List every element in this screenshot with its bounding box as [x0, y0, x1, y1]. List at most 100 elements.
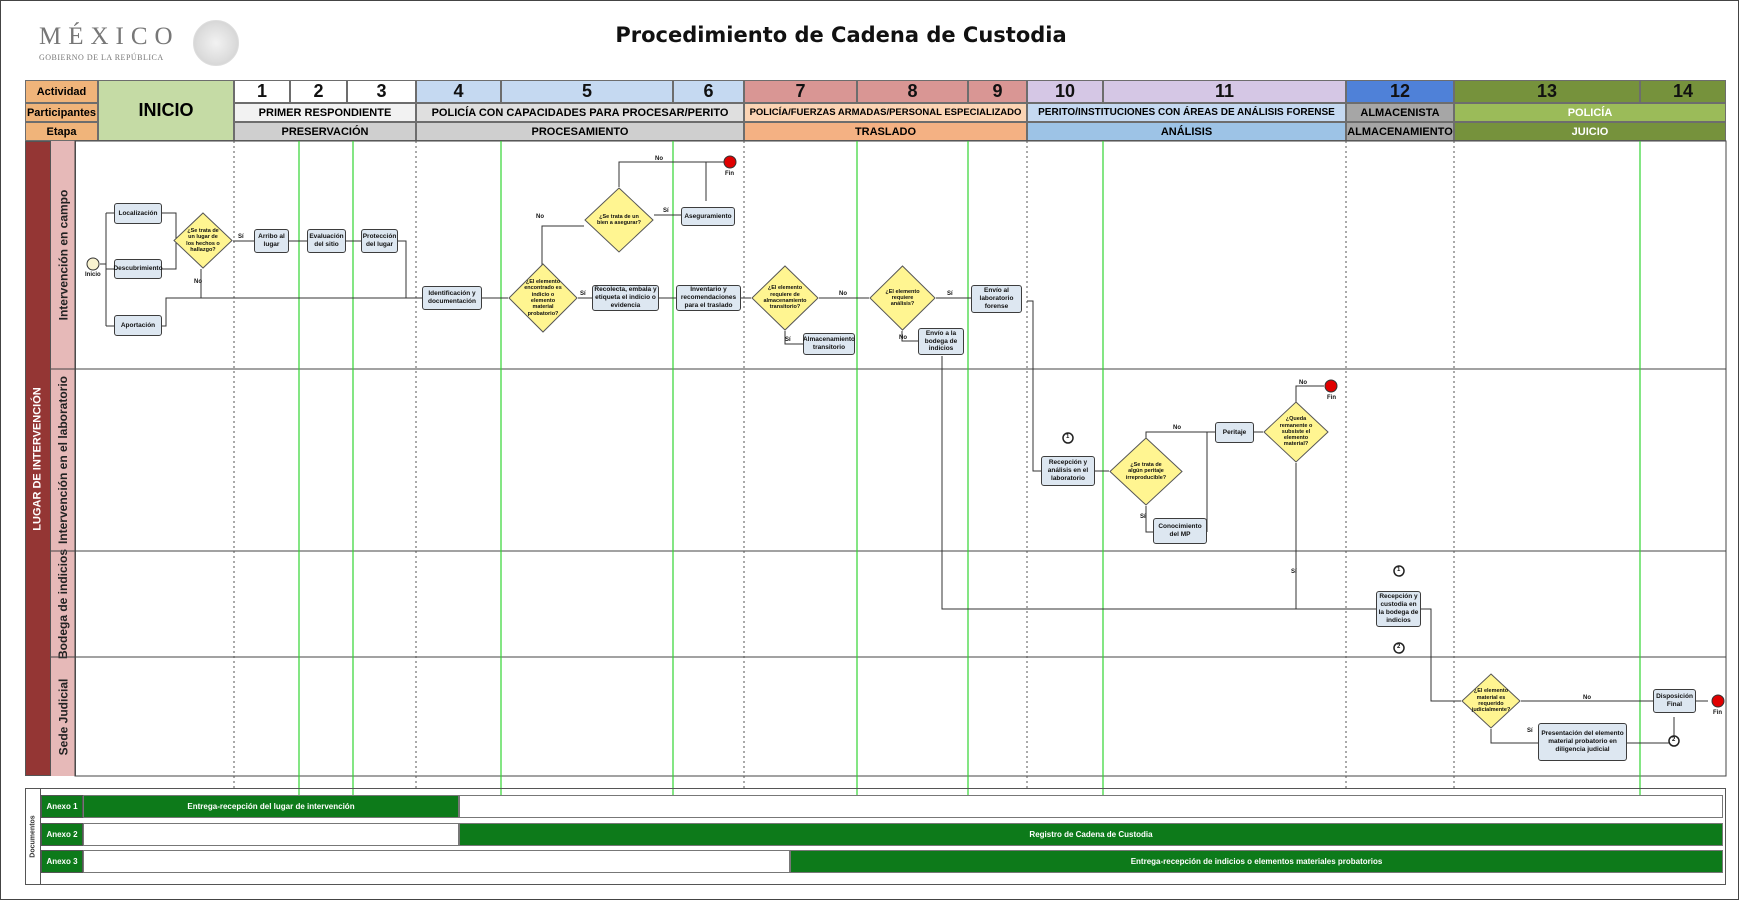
box-proteccion: Protección del lugar — [361, 229, 398, 253]
box-disposicion: Disposición Final — [1653, 689, 1696, 713]
diamond-indicio: ¿El elemento encontrado es indicio o ele… — [508, 263, 578, 333]
doc-label-3: Anexo 3 — [41, 850, 83, 873]
row-label-etapa: Etapa — [25, 122, 98, 141]
box-envio-bodega: Envío a la bodega de indicios — [918, 328, 964, 355]
logo: MÉXICO GOBIERNO DE LA REPÚBLICA — [31, 20, 241, 71]
doc-bar-3: Entrega-recepción de indicios o elemento… — [790, 850, 1723, 873]
box-aportacion: Aportación — [114, 315, 162, 336]
connector-qj-si — [1490, 729, 1538, 744]
activity-13: 13 — [1454, 80, 1640, 103]
label-no-2: No — [536, 214, 544, 220]
connector-circle-2a — [1393, 642, 1405, 654]
page-title: Procedimiento de Cadena de Custodia — [615, 23, 1067, 47]
label-si-3: Sí — [663, 208, 669, 214]
activity-11: 11 — [1103, 80, 1346, 103]
box-recepcion-bodega: Recepción y custodia en la bodega de ind… — [1376, 591, 1421, 627]
row-label-participantes: Participantes — [25, 103, 98, 122]
activity-7: 7 — [744, 80, 857, 103]
box-aseguramiento: Aseguramiento — [681, 207, 735, 226]
diamond-shape — [1461, 673, 1521, 729]
label-no-5: No — [899, 335, 907, 341]
box-inventario: Inventario y recomendaciones para el tra… — [676, 285, 741, 311]
diamond-shape — [869, 265, 936, 331]
connector-q-conoc — [1145, 506, 1153, 533]
diamond-almacenamiento: ¿El elemento requiere de almacenamiento … — [751, 265, 819, 331]
fin-label-1: Fin — [725, 171, 734, 177]
connector-circle-1a — [1062, 432, 1074, 444]
label-si-5: Sí — [947, 291, 953, 297]
label-no-1: No — [194, 279, 202, 285]
diamond-lugar-hechos: ¿Se trata de un lugar de los hechos o ha… — [173, 212, 233, 269]
inicio-header: INICIO — [98, 80, 234, 141]
side-bar: LUGAR DE INTERVENCIÓN — [25, 141, 51, 776]
connector-lab-down — [1027, 300, 1041, 472]
diamond-text: ¿Se trata de algún peritaje irreproducib… — [1125, 462, 1167, 481]
box-recoleccion: Recolecta, embala y etiqueta el indicio … — [592, 285, 659, 311]
doc-bar-1: Entrega-recepción del lugar de intervenc… — [83, 795, 459, 818]
connector-rem-si — [1295, 463, 1376, 610]
box-peritaje: Peritaje — [1215, 422, 1254, 443]
box-identificacion: Identificación y documentación — [422, 286, 482, 310]
label-no-7: No — [1299, 380, 1307, 386]
connector-q7-si — [784, 331, 803, 345]
connector-inicio-branches — [100, 212, 114, 327]
doc-bar-1-empty — [459, 795, 1723, 818]
lanes-border — [74, 140, 1727, 777]
logo-word: MÉXICO — [39, 23, 180, 50]
box-localizacion: Localización — [114, 203, 162, 224]
diamond-shape — [173, 212, 233, 269]
box-arribo: Arribo al lugar — [254, 229, 289, 253]
connector-circle-1b — [1393, 565, 1405, 577]
doc-row-anexo-3: Anexo 3 Entrega-recepción de indicios o … — [41, 850, 1723, 873]
box-recepcion-laboratorio: Recepción y análisis en el laboratorio — [1041, 456, 1095, 486]
diamond-text: ¿El elemento requiere análisis? — [885, 288, 920, 308]
box-evaluacion: Evaluación del sitio — [307, 229, 346, 253]
activity-9: 9 — [968, 80, 1027, 103]
box-presentacion: Presentación del elemento material proba… — [1538, 723, 1627, 761]
diamond-bien: ¿Se trata de un bien a asegurar? — [584, 187, 654, 253]
connector-aportacion-to-main — [162, 240, 422, 327]
box-envio-laboratorio: Envío al laboratorio forense — [971, 285, 1022, 313]
circle-label-1a: 1 — [1066, 434, 1070, 440]
start-event-icon — [86, 257, 100, 271]
row-label-actividad: Actividad — [25, 80, 98, 103]
label-si-8: Sí — [1527, 728, 1533, 734]
diamond-text: ¿Se trata de un lugar de los hechos o ha… — [186, 227, 220, 253]
participant-policia-procesar: POLICÍA CON CAPACIDADES PARA PROCESAR/PE… — [416, 103, 744, 122]
participant-policia-fuerzas: POLICÍA/FUERZAS ARMADAS/PERSONAL ESPECIA… — [744, 103, 1027, 122]
connector-bodega-judicial — [1421, 608, 1461, 702]
coat-of-arms-icon — [193, 20, 239, 66]
diamond-shape — [584, 187, 654, 253]
participant-primer-respondiente: PRIMER RESPONDIENTE — [234, 103, 416, 122]
activity-4: 4 — [416, 80, 501, 103]
diamond-analisis: ¿El elemento requiere análisis? — [869, 265, 936, 331]
connector-decision-no — [165, 269, 202, 313]
circle-label-2b: 2 — [1672, 737, 1676, 743]
doc-bar-2-empty — [83, 823, 459, 846]
connector-bodega-down — [941, 356, 1376, 610]
stage-almacenamiento: ALMACENAMIENTO — [1346, 122, 1454, 141]
box-almacen-transitorio: Almacenamiento transitorio — [803, 333, 855, 355]
activity-1: 1 — [234, 80, 290, 103]
fin-event-icon-1 — [723, 155, 737, 169]
activity-6: 6 — [673, 80, 744, 103]
activity-5: 5 — [501, 80, 673, 103]
diamond-pericia: ¿Se trata de algún peritaje irreproducib… — [1109, 437, 1183, 506]
participant-policia: POLICÍA — [1454, 103, 1726, 122]
box-descubrimiento: Descubrimiento — [113, 259, 163, 279]
connector-circle-2b — [1668, 735, 1680, 747]
diamond-shape — [1109, 437, 1183, 506]
diamond-text: ¿Queda remanente o subsiste el elemento … — [1279, 416, 1313, 448]
circle-label-2a: 2 — [1397, 644, 1401, 650]
diamond-shape — [508, 263, 578, 333]
label-si-7: Sí — [1291, 569, 1297, 575]
fin-label-3: Fin — [1713, 710, 1722, 716]
doc-label-2: Anexo 2 — [41, 823, 83, 846]
stage-juicio: JUICIO — [1454, 122, 1726, 141]
doc-label-1: Anexo 1 — [41, 795, 83, 818]
label-no-4: No — [839, 291, 847, 297]
documents-panel — [25, 788, 1726, 885]
connector-aseg-fin — [705, 161, 725, 201]
activity-12: 12 — [1346, 80, 1454, 103]
